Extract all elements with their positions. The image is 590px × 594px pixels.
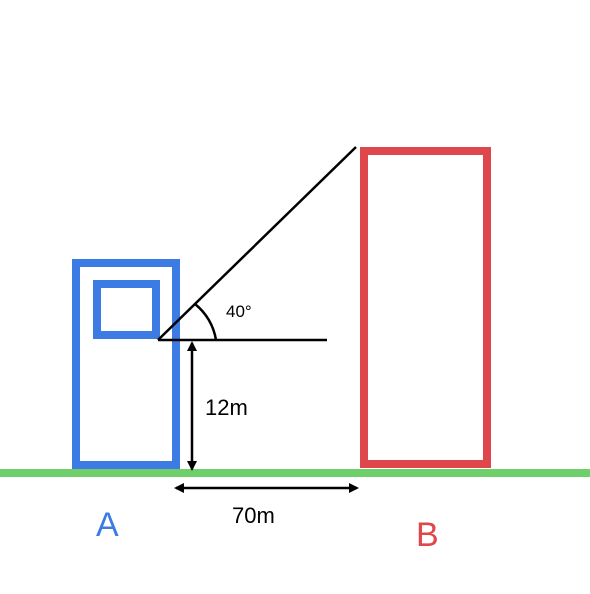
building-b-label: B xyxy=(416,516,439,554)
sight-line xyxy=(157,146,357,341)
building-a xyxy=(72,259,180,469)
height-label: 12m xyxy=(205,395,248,420)
building-b xyxy=(360,147,491,468)
ground-line xyxy=(0,469,590,477)
distance-label: 70m xyxy=(232,503,275,528)
building-a-window xyxy=(93,280,160,339)
building-a-label: A xyxy=(96,506,119,544)
angle-arc xyxy=(194,303,218,341)
angle-label: 40° xyxy=(226,302,252,321)
